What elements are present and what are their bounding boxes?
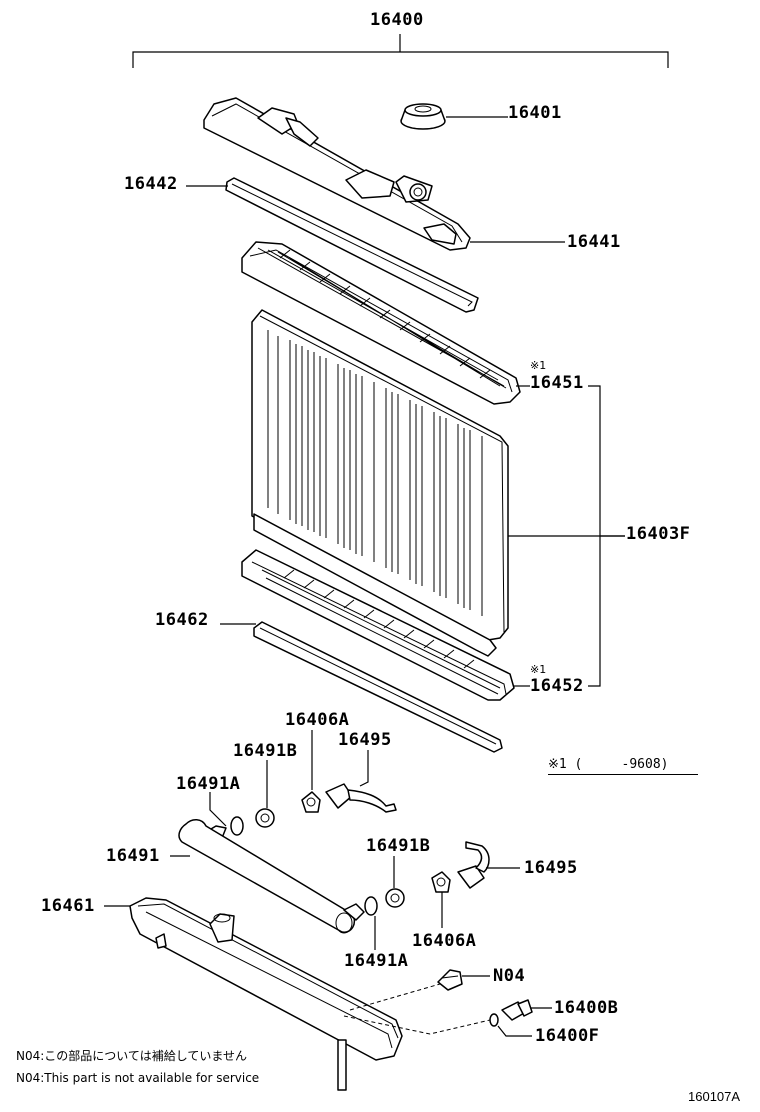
footnote-serial-range: ※1 ( -9608) bbox=[548, 757, 669, 772]
note-english: N04:This part is not available for servi… bbox=[16, 1071, 260, 1085]
upper-seal-drawing bbox=[241, 241, 521, 405]
label-hose-b[interactable]: 16495 bbox=[524, 858, 578, 878]
lower-tank-drawing bbox=[104, 897, 491, 1091]
label-core[interactable]: 16403F bbox=[626, 524, 691, 544]
label-washer-b-right[interactable]: 16491B bbox=[366, 836, 431, 856]
label-hose-a[interactable]: 16495 bbox=[338, 730, 392, 750]
label-assembly[interactable]: 16400 bbox=[370, 10, 424, 30]
label-tank-lower[interactable]: 16461 bbox=[41, 896, 95, 916]
figure-code: 160107A bbox=[688, 1089, 741, 1104]
mark-upper: ※1 bbox=[530, 359, 547, 372]
lower-gasket-drawing bbox=[220, 621, 503, 753]
upper-gasket-drawing bbox=[186, 177, 479, 313]
label-pipe[interactable]: 16491 bbox=[106, 846, 160, 866]
note-japanese: N04:この部品については補給していません bbox=[16, 1049, 247, 1063]
mark-lower: ※1 bbox=[530, 663, 547, 676]
pipe-drawing bbox=[170, 819, 365, 934]
label-oring-a-right[interactable]: 16491A bbox=[344, 951, 409, 971]
seal-leaders bbox=[514, 385, 530, 687]
label-tank-upper[interactable]: 16441 bbox=[567, 232, 621, 252]
label-gasket-lower[interactable]: 16462 bbox=[155, 610, 209, 630]
label-n04[interactable]: N04 bbox=[493, 966, 526, 986]
label-nut-b[interactable]: 16406A bbox=[412, 931, 477, 951]
label-gasket-upper[interactable]: 16442 bbox=[124, 174, 178, 194]
label-nut-a[interactable]: 16406A bbox=[285, 710, 350, 730]
left-hardware-drawing bbox=[205, 730, 397, 839]
label-drain-gasket[interactable]: 16400F bbox=[535, 1026, 600, 1046]
label-washer-b-left[interactable]: 16491B bbox=[233, 741, 298, 761]
label-drain-cock[interactable]: 16400B bbox=[554, 998, 619, 1018]
label-cap[interactable]: 16401 bbox=[508, 103, 562, 123]
upper-tank-drawing bbox=[203, 97, 565, 251]
lower-seal-drawing bbox=[241, 549, 515, 701]
assembly-bracket bbox=[132, 34, 669, 68]
footnote-underline bbox=[548, 774, 698, 775]
radiator-cap-drawing bbox=[400, 103, 508, 130]
drain-parts-drawing bbox=[437, 969, 552, 1037]
label-seal-upper[interactable]: 16451 bbox=[530, 373, 584, 393]
right-hardware-drawing bbox=[364, 841, 520, 950]
core-bracket bbox=[588, 385, 625, 687]
core-drawing bbox=[251, 309, 625, 657]
label-oring-a-left[interactable]: 16491A bbox=[176, 774, 241, 794]
label-seal-lower[interactable]: 16452 bbox=[530, 676, 584, 696]
